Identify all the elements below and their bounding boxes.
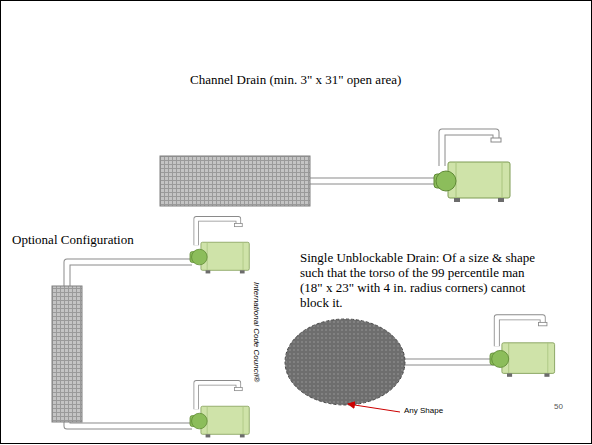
pipe [67, 420, 192, 426]
pipe [67, 262, 192, 290]
channel-drain [160, 156, 310, 206]
channel-drain [52, 286, 82, 422]
pump [490, 317, 555, 377]
slide-title: Channel Drain (min. 3" x 31" open area) [190, 72, 401, 88]
note-text: Single Unblockable Drain: Of a size & sh… [300, 250, 542, 310]
unblockable-drain [285, 319, 405, 405]
leader-arrow [348, 404, 400, 412]
pump [190, 383, 249, 438]
pump [434, 132, 510, 202]
pipe [404, 359, 494, 366]
watermark: International Code Council® [252, 282, 261, 382]
pipe [310, 178, 440, 185]
pump [190, 219, 249, 274]
page-number: 50 [554, 402, 563, 411]
section-label: Optional Configuration [12, 232, 134, 248]
callout-label: Any Shape [404, 406, 443, 415]
